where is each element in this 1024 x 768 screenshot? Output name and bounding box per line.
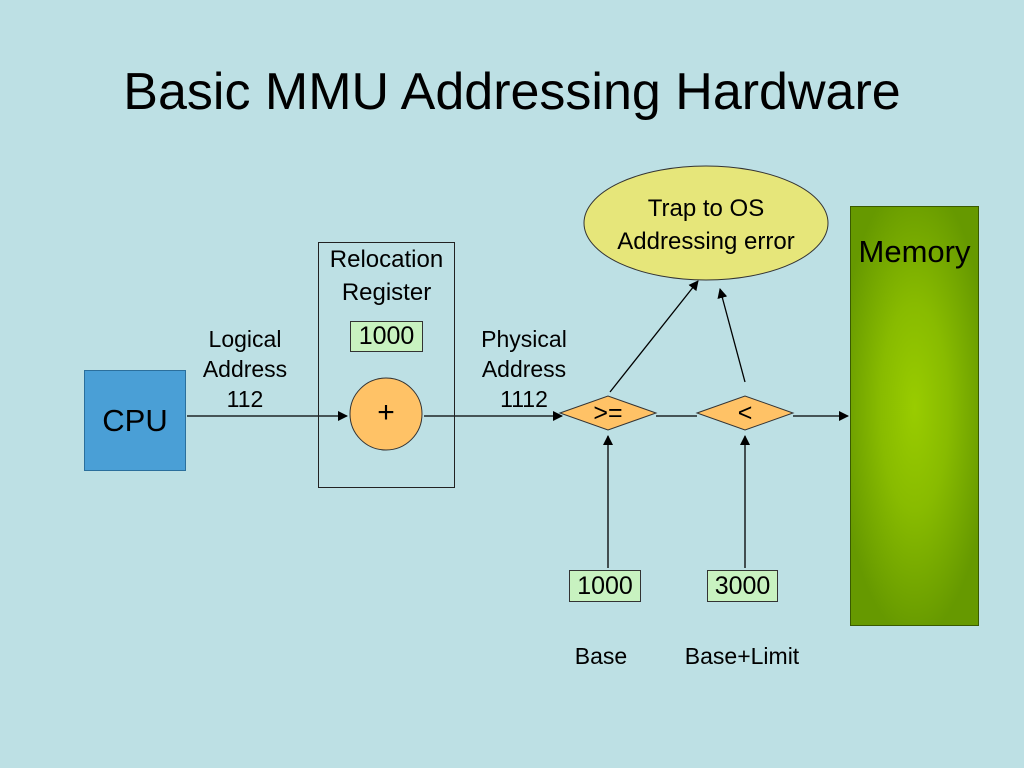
logical-value: 112 (226, 386, 264, 412)
relocation-value-box: 1000 (350, 321, 423, 352)
relocation-register-box (318, 242, 455, 488)
logical-line1: Logical (208, 326, 282, 352)
physical-line1: Physical (481, 326, 567, 352)
trap-label: Trap to OS Addressing error (590, 192, 822, 258)
memory-label: Memory (858, 234, 971, 269)
compare-ge-diamond (558, 395, 658, 431)
compare-ge-symbol: >= (593, 399, 623, 427)
base-limit-value-box: 3000 (707, 570, 778, 602)
relocation-label-line1: Relocation (329, 246, 444, 273)
compare-lt-symbol: < (737, 399, 753, 427)
base-label: Base (574, 643, 628, 669)
cpu-box: CPU (84, 370, 186, 471)
cpu-label: CPU (102, 402, 168, 438)
page-title: Basic MMU Addressing Hardware (123, 63, 901, 121)
relocation-label-line2: Register (341, 279, 432, 306)
logical-address-label: Logical Address 112 (190, 324, 300, 414)
physical-value: 1112 (500, 386, 548, 412)
trap-line2: Addressing error (617, 228, 795, 255)
trap-line1: Trap to OS (647, 195, 765, 222)
base-value-box: 1000 (569, 570, 641, 602)
adder-symbol: + (377, 396, 395, 429)
logical-line2: Address (202, 356, 288, 382)
arrow-lt-to-trap (717, 288, 746, 383)
adder-circle (349, 377, 423, 451)
physical-line2: Address (481, 356, 567, 382)
base-limit-label: Base+Limit (684, 643, 800, 669)
relocation-register-label: Relocation Register (318, 243, 455, 309)
compare-lt-diamond (695, 395, 795, 431)
memory-block (850, 206, 979, 626)
physical-address-label: Physical Address 1112 (466, 324, 582, 414)
trap-ellipse (583, 165, 829, 281)
arrow-ge-to-trap (609, 280, 699, 393)
